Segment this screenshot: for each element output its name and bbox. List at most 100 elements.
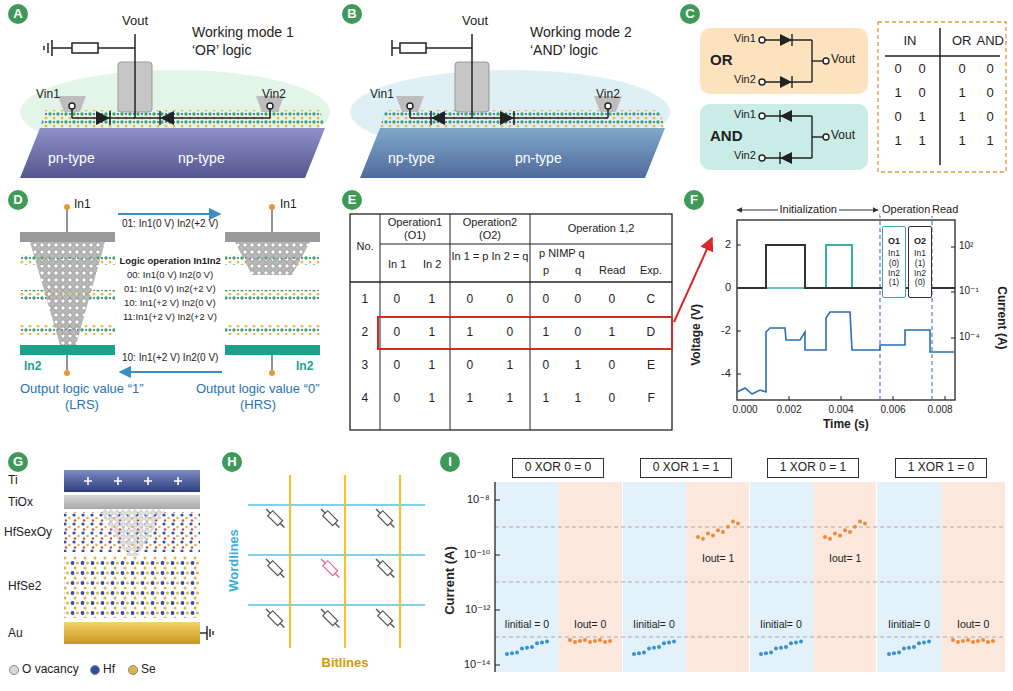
label-text: 0 (575, 293, 582, 307)
drawing-part (319, 557, 342, 580)
node-text: OR (710, 51, 733, 68)
drawing-part (264, 607, 287, 630)
label-text: 4 (362, 392, 369, 406)
drawing-part (494, 482, 495, 672)
drawing-part (823, 535, 827, 539)
drawing-part (64, 470, 200, 492)
drawing-part (672, 640, 676, 644)
label-text: 1 (895, 86, 902, 101)
diode-part (759, 113, 765, 119)
node-text: E (348, 193, 357, 208)
diode-part (812, 60, 823, 61)
label-text: 1 (895, 134, 902, 149)
node-text: O2 (909, 236, 931, 246)
node-text: Vin2 (734, 149, 756, 162)
drawing-part (344, 475, 346, 648)
drawing-part (84, 477, 92, 485)
drawing-part (225, 290, 320, 300)
panel-letter: C (680, 4, 700, 24)
drawing-part (174, 477, 182, 485)
label-text: AND (977, 34, 1004, 49)
panel-g-stack (64, 470, 213, 644)
drawing-part (378, 317, 672, 349)
drawing-part (495, 582, 1005, 583)
label-text: 0 (609, 359, 616, 373)
legend-text: O vacancy (22, 663, 79, 677)
label-text: 1 (919, 134, 926, 149)
label-text: Operation1 (O1) (381, 216, 449, 241)
label-text: Exp. (640, 264, 662, 277)
diode-part (780, 76, 792, 88)
drawing-part (380, 244, 672, 245)
drawing-part (225, 345, 320, 355)
label-text: In 2 (423, 258, 441, 271)
label-text: 0.006 (881, 404, 906, 416)
label-text: 1 (959, 134, 966, 149)
label-text: np-type (388, 150, 435, 166)
drawing-part (737, 245, 741, 246)
label-text: 1 (543, 392, 550, 406)
node-text: Vin2 (734, 73, 756, 86)
drawing-part (505, 652, 509, 656)
label-text: Iout= 1 (702, 552, 734, 564)
diode-part (780, 34, 792, 46)
node-text: In1 (1) In2 (0) (909, 249, 931, 288)
diode-part (823, 134, 829, 140)
drawing-part (769, 650, 773, 654)
drawing-part (374, 507, 397, 530)
drawing-part (887, 652, 891, 656)
label-text: 0 (919, 62, 926, 77)
drawing-part (637, 651, 641, 655)
node-text: 1 XOR 1 = 0 (908, 461, 974, 475)
label-text: Time (s) (823, 418, 869, 432)
drawing-part (826, 245, 852, 288)
drawing-part (134, 34, 136, 118)
drawing-part (206, 626, 207, 640)
drawing-part (264, 507, 287, 530)
drawing-part (721, 530, 725, 534)
drawing-part (642, 650, 646, 654)
panel-letter: G (8, 452, 28, 472)
condition-header: 0 XOR 0 = 0 (512, 458, 604, 478)
label-text: 0 (919, 86, 926, 101)
label-text: 0 (394, 293, 401, 307)
label-text: 2 (362, 326, 369, 340)
label-text: 0 (467, 359, 474, 373)
drawing-part (737, 245, 955, 400)
drawing-part (319, 507, 342, 530)
drawing-part (71, 109, 73, 118)
drawing-part (350, 214, 672, 430)
label-text: 1 (429, 326, 436, 340)
node-text: 0 XOR 0 = 0 (525, 461, 591, 475)
drawing-part (64, 204, 70, 210)
drawing-part (833, 532, 837, 536)
panel-letter: A (8, 4, 28, 24)
crossbar-h (248, 475, 425, 648)
label-text: p NIMP q (539, 247, 585, 260)
label-text: 3 (362, 359, 369, 373)
label-text: 0 (394, 359, 401, 373)
operation-box: O2In1 (1) In2 (0) (908, 226, 932, 298)
node-text: Vout (831, 129, 855, 143)
drawing-part (608, 639, 612, 643)
drawing-part (623, 482, 686, 672)
drawing-part (573, 640, 577, 644)
drawing-part (593, 639, 597, 643)
drawing-part (525, 646, 529, 650)
node-text: D (13, 193, 22, 208)
label-text: 1 (429, 359, 436, 373)
label-text: In 1 (388, 258, 406, 271)
table-e-lines (350, 214, 712, 430)
gate-box: ORVin1Vin2Vout (700, 28, 868, 94)
label-text: 0 (575, 326, 582, 340)
label-text: pn-type (48, 150, 95, 166)
drawing-part (951, 338, 955, 339)
drawing-part (706, 532, 710, 536)
drawing-part (64, 370, 70, 376)
drawing-part (764, 651, 768, 655)
label-text: 01: In1(0 V) In2(+2 V) (122, 218, 218, 230)
label-text: OR (952, 34, 972, 49)
drawing-part (160, 111, 174, 125)
label-text: Vout (462, 14, 488, 29)
